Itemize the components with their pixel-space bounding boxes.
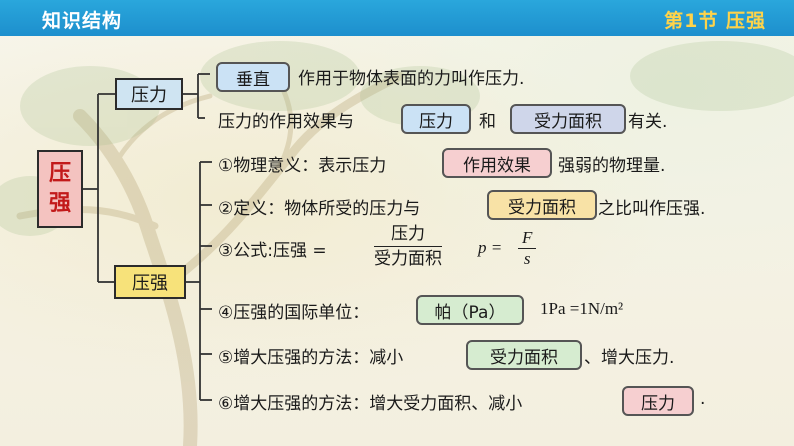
tag-effect: 作用效果	[442, 148, 552, 178]
item1-prefix: ①物理意义：表示压力	[218, 156, 387, 176]
tag-force-area-2: 受力面积	[487, 190, 597, 220]
tag-force-area: 受力面积	[510, 104, 626, 134]
item4-prefix: ④压强的国际单位：	[218, 303, 370, 323]
node-pressure: 压力	[115, 78, 183, 110]
tag-pressure: 压力	[401, 104, 471, 134]
formula-s: s	[523, 249, 531, 268]
pressure-effect-suffix: 有关.	[628, 112, 668, 132]
root-char-2: 强	[48, 191, 71, 216]
tag-pascal: 帕（Pa）	[416, 295, 524, 325]
item1-suffix: 强弱的物理量.	[558, 156, 666, 176]
item5-suffix: 、增大压力.	[584, 348, 675, 368]
formula-denominator: 受力面积	[374, 249, 442, 269]
item2-prefix: ②定义：物体所受的压力与	[218, 199, 421, 219]
formula-p: p =	[478, 238, 503, 257]
item6-suffix: .	[700, 389, 706, 409]
root-char-1: 压	[48, 161, 71, 186]
formula-symbolic: F s	[518, 228, 537, 269]
item3-prefix: ③公式:压强 =	[218, 241, 327, 261]
formula-fraction: 压力 受力面积	[374, 222, 442, 271]
tag-force-area-3: 受力面积	[466, 340, 582, 370]
node-strength: 压强	[114, 265, 186, 299]
item2-suffix: 之比叫作压强.	[598, 199, 706, 219]
pascal-definition: 1Pa =1N/m²	[540, 299, 624, 318]
formula-numerator: 压力	[374, 222, 442, 247]
pressure-definition-text: 作用于物体表面的力叫作压力.	[298, 69, 525, 89]
section-title: 第1节 压强	[664, 10, 766, 32]
tag-pressure-2: 压力	[622, 386, 694, 416]
pressure-effect-and: 和	[479, 112, 496, 132]
tag-perpendicular: 垂直	[216, 62, 290, 92]
header-title: 知识结构	[42, 10, 123, 32]
item6-prefix: ⑥增大压强的方法：增大受力面积、减小	[218, 394, 523, 414]
formula-F: F	[518, 228, 537, 249]
header-bar: 知识结构 第1节 压强	[0, 0, 794, 36]
item5-prefix: ⑤增大压强的方法：减小	[218, 348, 404, 368]
root-node-pressure-strength: 压 强	[37, 150, 83, 228]
pressure-effect-prefix: 压力的作用效果与	[218, 112, 354, 132]
